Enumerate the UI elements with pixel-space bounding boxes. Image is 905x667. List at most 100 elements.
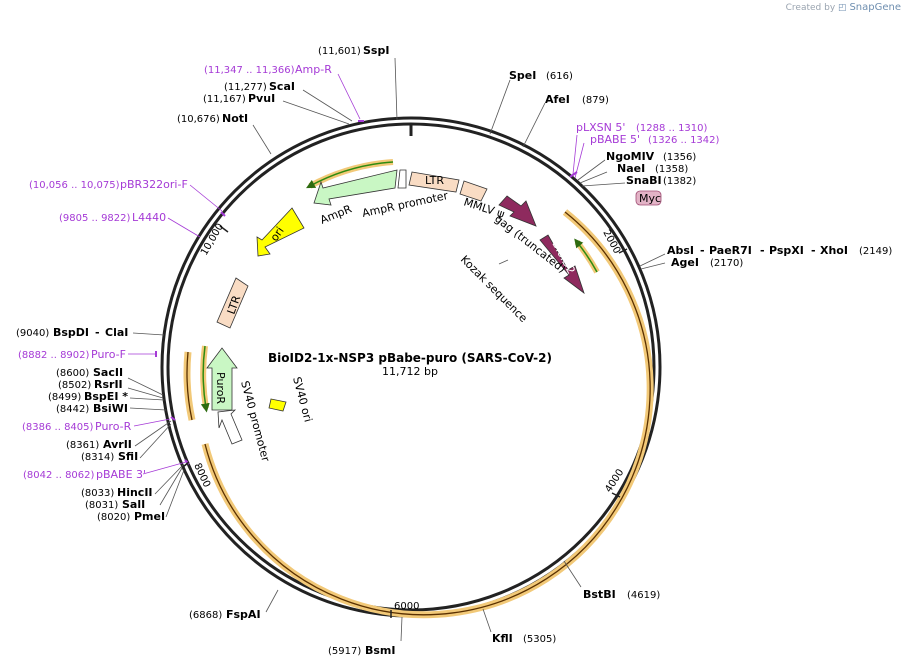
site-name: SnaBI bbox=[626, 174, 662, 187]
feature-label: PuroR bbox=[214, 372, 227, 404]
site-name: FspAI bbox=[226, 608, 261, 621]
site-name: AbsI bbox=[667, 244, 694, 257]
site-name: NgoMIV bbox=[606, 150, 655, 163]
feature-label: AmpR bbox=[318, 202, 354, 226]
feature-ltr-2 bbox=[216, 277, 249, 329]
site-pos: (6868) bbox=[189, 610, 222, 621]
features bbox=[206, 169, 662, 445]
site-name: SalI bbox=[122, 498, 145, 511]
primer-name: pBR322ori-F bbox=[120, 178, 188, 191]
primer-name: Amp-R bbox=[295, 63, 332, 76]
feature-mmlv-psi bbox=[459, 180, 488, 202]
feature-label: LTR bbox=[425, 174, 444, 187]
site-name: - bbox=[760, 244, 765, 257]
site-name: NotI bbox=[222, 112, 248, 125]
site-pos: (11,601) bbox=[318, 46, 361, 57]
site-name: SspI bbox=[363, 44, 389, 57]
primer-range: (8386 .. 8405) bbox=[22, 422, 94, 433]
site-name: HincII bbox=[117, 486, 153, 499]
site-pos: (616) bbox=[546, 71, 573, 82]
primer-name: L4440 bbox=[132, 211, 166, 224]
site-name: SpeI bbox=[509, 69, 536, 82]
site-name: - bbox=[95, 326, 100, 339]
site-name: PmeI bbox=[134, 510, 165, 523]
site-name: AfeI bbox=[545, 93, 570, 106]
feature-ltr-1 bbox=[408, 171, 460, 193]
site-name: PvuI bbox=[248, 92, 275, 105]
primer-name: pBABE 5' bbox=[590, 133, 640, 146]
site-name: KflI bbox=[492, 632, 513, 645]
site-name: ScaI bbox=[269, 80, 295, 93]
site-pos: (9040) bbox=[16, 328, 49, 339]
site-name: BsiWI bbox=[93, 402, 128, 415]
site-name: BsmI bbox=[365, 644, 396, 657]
primer-name: pBABE 3' bbox=[96, 468, 146, 481]
feature-gag bbox=[498, 195, 537, 227]
feature-label: SV40 promoter bbox=[238, 379, 272, 463]
plasmid-length: 11,712 bp bbox=[382, 365, 438, 378]
feature-sv40-promoter bbox=[217, 409, 243, 445]
site-name: AgeI bbox=[671, 256, 699, 269]
site-name: BspDI bbox=[53, 326, 89, 339]
site-name: XhoI bbox=[820, 244, 848, 257]
feature-myc bbox=[635, 190, 662, 206]
feature-label: Myc bbox=[639, 192, 661, 205]
site-pos: (8600) bbox=[56, 368, 89, 379]
primer-range: (1288 .. 1310) bbox=[636, 123, 708, 134]
feature-label: Kozak sequence bbox=[458, 253, 530, 325]
feature-ampr-promoter bbox=[397, 169, 407, 189]
feature-label: LTR bbox=[225, 293, 244, 316]
site-name: SacII bbox=[93, 366, 123, 379]
site-pos: (8499) bbox=[48, 392, 81, 403]
site-pos: (1382) bbox=[663, 176, 696, 187]
site-pos: (11,167) bbox=[203, 94, 246, 105]
primer-range: (8042 .. 8062) bbox=[23, 470, 95, 481]
site-name: NaeI bbox=[617, 162, 645, 175]
site-name: PaeR7I bbox=[709, 244, 752, 257]
primer-name: Puro-F bbox=[91, 348, 126, 361]
feature-bioid2 bbox=[539, 234, 585, 295]
insert-region bbox=[183, 159, 654, 619]
site-pos: (8033) bbox=[81, 488, 114, 499]
primer-leaders bbox=[128, 73, 585, 475]
primer-marks bbox=[155, 120, 578, 465]
feature-label: AmpR promoter bbox=[361, 189, 450, 220]
primer-range: (11,347 .. 11,366) bbox=[204, 65, 295, 76]
site-name: ClaI bbox=[105, 326, 128, 339]
site-pos: (879) bbox=[582, 95, 609, 106]
site-pos: (11,277) bbox=[224, 82, 267, 93]
site-pos: (1358) bbox=[655, 164, 688, 175]
site-pos: (5917) bbox=[328, 646, 361, 657]
site-pos: (10,676) bbox=[177, 114, 220, 125]
site-pos: (8442) bbox=[56, 404, 89, 415]
site-pos: (8020) bbox=[97, 512, 130, 523]
site-pos: (8314) bbox=[81, 452, 114, 463]
site-pos: (1356) bbox=[663, 152, 696, 163]
primer-range: (9805 .. 9822) bbox=[59, 213, 131, 224]
site-name: BspEI * bbox=[84, 390, 128, 403]
feature-ori bbox=[256, 207, 305, 257]
leader-lines bbox=[127, 57, 666, 642]
site-name: - bbox=[811, 244, 816, 257]
site-name: SfiI bbox=[118, 450, 138, 463]
primer-range: (1326 .. 1342) bbox=[648, 135, 720, 146]
feature-puror bbox=[206, 347, 238, 411]
primer-name: pLXSN 5' bbox=[576, 121, 625, 134]
site-pos: (4619) bbox=[627, 590, 660, 601]
snapgene-logo-icon: ◰ bbox=[838, 3, 847, 13]
site-pos: (8031) bbox=[85, 500, 118, 511]
primer-range: (10,056 .. 10,075) bbox=[29, 180, 120, 191]
feature-label: SV40 ori bbox=[290, 375, 315, 423]
site-pos: (2170) bbox=[710, 258, 743, 269]
site-pos: (8502) bbox=[58, 380, 91, 391]
plasmid-name: BioID2-1x-NSP3 pBabe-puro (SARS-CoV-2) bbox=[268, 351, 552, 365]
site-pos: (8361) bbox=[66, 440, 99, 451]
credit-brand: SnapGene bbox=[849, 2, 901, 13]
site-pos: (2149) bbox=[859, 246, 892, 257]
feature-ampr bbox=[313, 169, 398, 206]
site-name: BstBI bbox=[583, 588, 616, 601]
site-name: - bbox=[700, 244, 705, 257]
site-name: AvrII bbox=[103, 438, 132, 451]
site-name: RsrII bbox=[94, 378, 123, 391]
